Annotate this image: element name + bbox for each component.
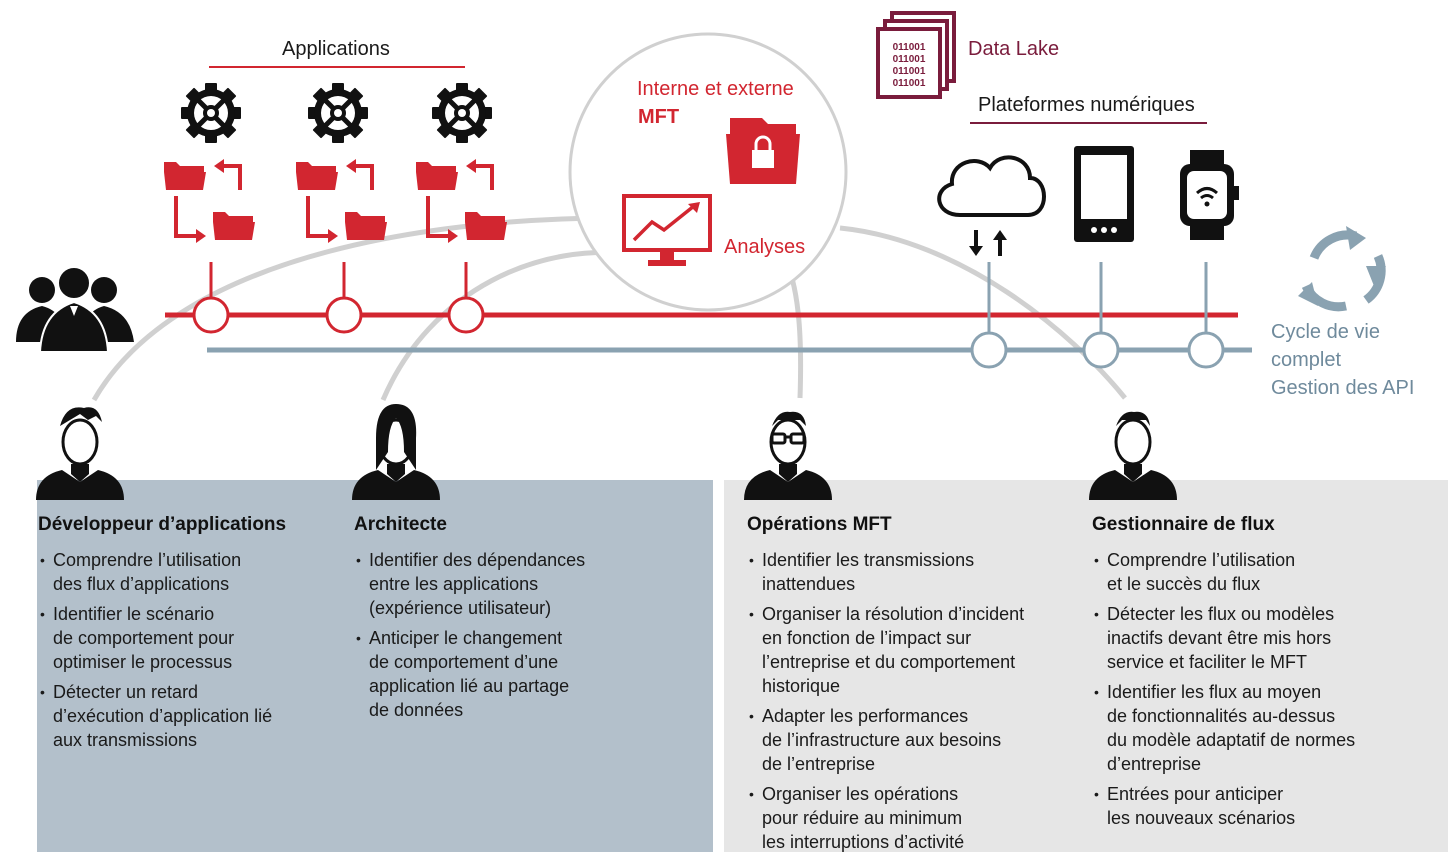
mft-internal-external-label: Interne et externe [637, 78, 794, 100]
persona-item: Identifier les transmissions inattendues [747, 548, 1077, 596]
persona-list: Identifier les transmissions inattendues… [747, 548, 1077, 854]
person-icon [350, 418, 442, 502]
data-lake-label: Data Lake [968, 38, 1060, 60]
application-connectors [192, 262, 485, 334]
api-lifecycle-line: complet [1271, 349, 1342, 371]
persona-mft-operations: Opérations MFT Identifier les transmissi… [747, 514, 1077, 860]
persona-item: Identifier des dépendances entre les app… [354, 548, 674, 620]
persona-flow-manager: Gestionnaire de flux Comprendre l’utilis… [1092, 514, 1437, 836]
developer-hair [60, 407, 102, 426]
person-icon [1087, 418, 1179, 502]
lock-folder-icon [726, 118, 800, 184]
folder-exchange-3 [416, 159, 507, 243]
platform-connectors [970, 262, 1225, 369]
persona-item: Organiser les opérations pour réduire au… [747, 782, 1077, 854]
data-lake-code-line: 011001 [893, 42, 926, 53]
persona-architect: Architecte Identifier des dépendances en… [354, 514, 674, 728]
operations-hair [772, 411, 806, 426]
folder-icon [164, 162, 206, 190]
application-node [325, 296, 363, 334]
folder-exchange-2 [296, 159, 387, 243]
persona-item: Détecter les flux ou modèles inactifs de… [1092, 602, 1437, 674]
application-node [447, 296, 485, 334]
platform-node [1082, 331, 1120, 369]
person-icon [34, 418, 126, 502]
platform-node [1187, 331, 1225, 369]
persona-developer: Développeur d’applications Comprendre l’… [38, 514, 338, 758]
gear-icon [432, 83, 492, 143]
persona-item: Détecter un retard d’exécution d’applica… [38, 680, 338, 752]
persona-item: Comprendre l’utilisation des flux d’appl… [38, 548, 338, 596]
mft-label: MFT [638, 106, 680, 128]
api-lifecycle-label: Cycle de vie complet Gestion des API [1271, 318, 1414, 402]
smartphone-icon [1074, 146, 1134, 242]
platform-node [970, 331, 1008, 369]
api-lifecycle-line: Cycle de vie [1271, 321, 1380, 343]
analytics-monitor-icon [622, 194, 712, 266]
persona-title: Développeur d’applications [38, 514, 287, 535]
persona-item: Comprendre l’utilisation et le succès du… [1092, 548, 1437, 596]
persona-item: Identifier les flux au moyen de fonction… [1092, 680, 1437, 776]
persona-title: Architecte [354, 514, 447, 535]
persona-item: Entrées pour anticiper les nouveaux scén… [1092, 782, 1437, 830]
cloud-icon [937, 155, 1046, 256]
data-lake-code-line: 011001 [893, 78, 926, 89]
data-lake-code-line: 011001 [893, 54, 926, 65]
persona-item: Identifier le scénario de comportement p… [38, 602, 338, 674]
persona-item: Adapter les performances de l’infrastruc… [747, 704, 1077, 776]
people-group-icon [16, 266, 134, 353]
folder-icon [345, 212, 387, 240]
application-node [192, 296, 230, 334]
persona-title: Gestionnaire de flux [1092, 514, 1275, 535]
person-icon [742, 418, 834, 502]
folder-icon [213, 212, 255, 240]
persona-list: Identifier des dépendances entre les app… [354, 548, 674, 722]
platforms-label: Plateformes numériques [978, 94, 1195, 116]
folder-icon [465, 212, 507, 240]
mft-hub-circle [568, 32, 848, 312]
persona-list: Comprendre l’utilisation des flux d’appl… [38, 548, 338, 752]
persona-list: Comprendre l’utilisation et le succès du… [1092, 548, 1437, 830]
persona-item: Organiser la résolution d’incident en fo… [747, 602, 1077, 698]
flow-manager-hair [1116, 411, 1150, 426]
folder-exchange-1 [164, 159, 255, 243]
refresh-cycle-arrows [1298, 226, 1386, 306]
persona-item: Anticiper le changement de comportement … [354, 626, 674, 722]
applications-label: Applications [282, 38, 390, 60]
gear-icon [308, 83, 368, 143]
architect-hair [376, 404, 417, 470]
glasses-icon [770, 432, 806, 445]
api-lifecycle-line: Gestion des API [1271, 377, 1415, 399]
folder-icon [416, 162, 458, 190]
smartwatch-icon [1180, 150, 1239, 240]
folder-icon [296, 162, 338, 190]
analytics-label: Analyses [724, 236, 806, 258]
gear-icon [181, 83, 241, 143]
persona-title: Opérations MFT [747, 514, 892, 535]
data-lake-code-line: 011001 [893, 66, 926, 77]
data-lake-icon: 011001 011001 011001 011001 [876, 11, 956, 99]
